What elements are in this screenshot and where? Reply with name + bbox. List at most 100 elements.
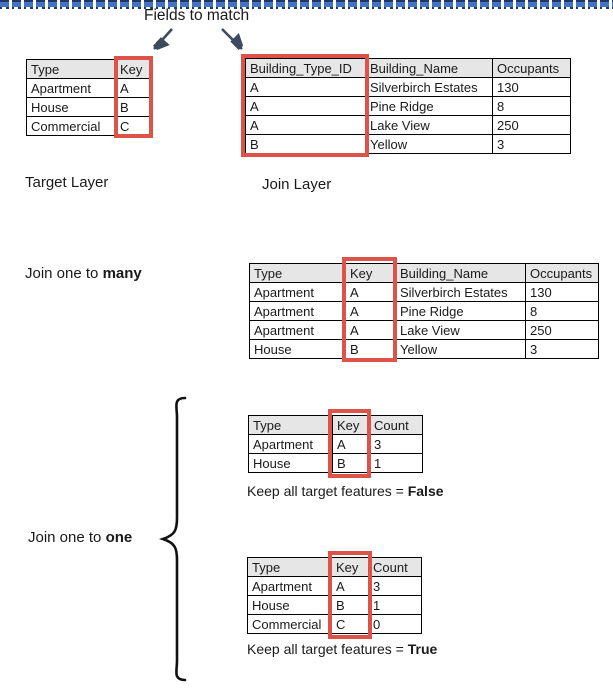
table-cell: B (332, 453, 370, 473)
table-cell: 130 (492, 77, 571, 97)
table-cell: 8 (525, 301, 599, 321)
column-header: Type (248, 415, 333, 435)
dashed-divider-line (0, 0, 613, 10)
join-one-to-many-label: Join one to many (25, 265, 142, 282)
table-cell: 3 (368, 576, 422, 596)
table-cell: C (331, 614, 369, 634)
column-header: Key (332, 415, 370, 435)
table-cell: House (249, 339, 346, 359)
table-cell: A (345, 320, 396, 340)
column-header: Count (368, 557, 422, 577)
table-cell: Lake View (395, 320, 526, 340)
table-cell: A (345, 301, 396, 321)
table-cell: Apartment (249, 320, 346, 340)
column-header: Key (345, 263, 396, 283)
caption-text: Keep all target features = (247, 641, 408, 657)
table-cell: House (247, 595, 332, 615)
table-cell: B (331, 595, 369, 615)
caption-text: Keep all target features = (247, 483, 408, 499)
column-header: Building_Name (395, 263, 526, 283)
table-cell: 3 (492, 134, 571, 154)
table-cell: A (245, 77, 366, 97)
table-cell: House (26, 97, 116, 117)
down-left-arrow-icon (154, 28, 173, 49)
fields-to-match-arrows (138, 28, 256, 58)
label-text: Join one to (25, 265, 103, 282)
curly-brace-icon (158, 396, 187, 682)
table-cell: A (245, 96, 366, 116)
keep-false-caption: Keep all target features = False (247, 483, 444, 499)
column-header: Type (26, 59, 116, 79)
table-cell: 1 (369, 453, 423, 473)
table-cell: House (248, 453, 333, 473)
table-cell: Apartment (247, 576, 332, 596)
table-cell: Yellow (395, 339, 526, 359)
table-cell: Silverbirch Estates (365, 77, 493, 97)
table-cell: C (115, 116, 150, 136)
table-cell: Apartment (248, 434, 333, 454)
table-cell: 1 (368, 595, 422, 615)
table-cell: A (332, 434, 370, 454)
join-layer-label: Join Layer (262, 176, 332, 193)
table-cell: B (345, 339, 396, 359)
table-cell: B (245, 134, 366, 154)
table-cell: Commercial (247, 614, 332, 634)
table-cell: Yellow (365, 134, 493, 154)
column-header: Building_Name (365, 58, 493, 78)
table-cell: Pine Ridge (395, 301, 526, 321)
column-header: Key (331, 557, 369, 577)
table-cell: 0 (368, 614, 422, 634)
label-text: Join one to (28, 529, 106, 546)
caption-bold-text: False (407, 483, 444, 499)
column-header: Key (115, 59, 150, 79)
label-bold-text: many (102, 265, 142, 282)
table-cell: Apartment (26, 78, 116, 98)
table-cell: Commercial (26, 116, 116, 136)
column-header: Occupants (492, 58, 571, 78)
label-bold-text: one (105, 529, 133, 546)
table-cell: A (345, 282, 396, 302)
column-header: Occupants (525, 263, 599, 283)
table-cell: Apartment (249, 301, 346, 321)
table-cell: 250 (492, 115, 571, 135)
table-cell: 250 (525, 320, 599, 340)
table-cell: 3 (369, 434, 423, 454)
table-cell: Pine Ridge (365, 96, 493, 116)
column-header: Building_Type_ID (245, 58, 366, 78)
table-cell: A (115, 78, 150, 98)
column-header: Type (249, 263, 346, 283)
caption-bold-text: True (407, 641, 438, 657)
table-cell: A (331, 576, 369, 596)
target-layer-label: Target Layer (25, 174, 109, 191)
table-cell: A (245, 115, 366, 135)
table-cell: 3 (525, 339, 599, 359)
table-cell: Lake View (365, 115, 493, 135)
fields-to-match-title: Fields to match (144, 7, 250, 24)
table-cell: 130 (525, 282, 599, 302)
table-cell: Apartment (249, 282, 346, 302)
